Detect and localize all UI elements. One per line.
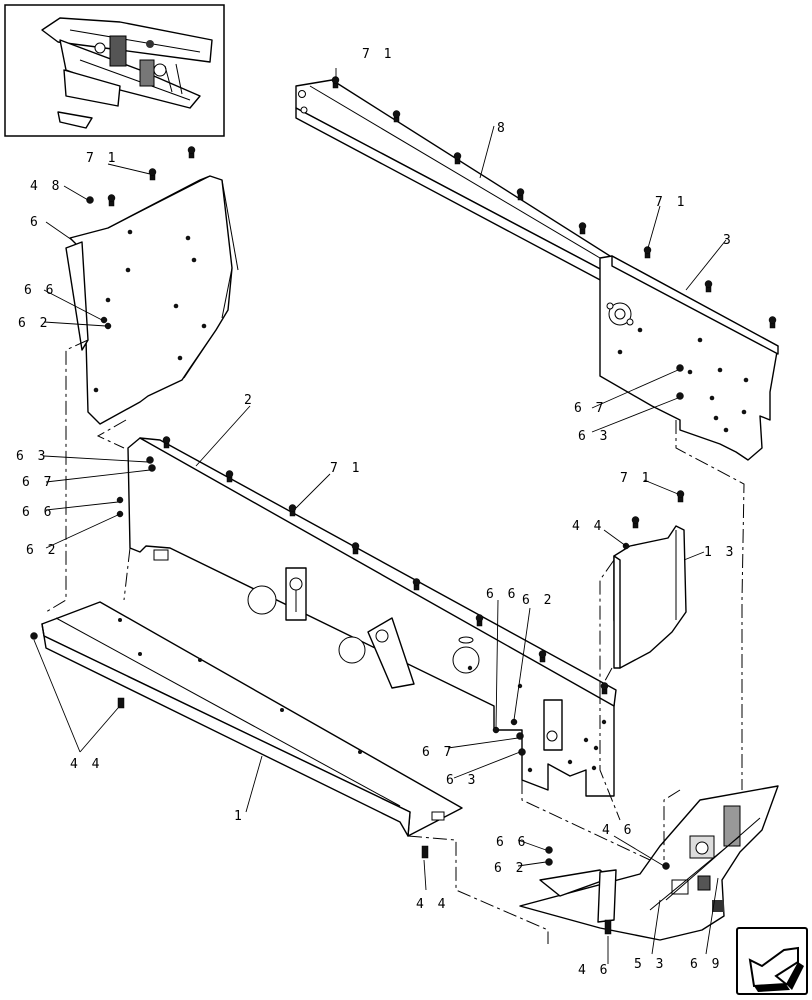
bolt-icon (578, 222, 587, 235)
callout-48: 4 8 (30, 179, 62, 194)
part-3-right-panel (599, 255, 779, 461)
bolt-icon (600, 682, 609, 695)
part-2-middle-panel (127, 437, 617, 797)
callout-2: 2 (244, 393, 255, 408)
callout-62: 6 2 (522, 593, 554, 608)
callout-71: 7 1 (330, 461, 362, 476)
bolt-icon (421, 845, 429, 859)
thumbnail-machine-drawing (41, 17, 213, 129)
callout-44: 4 4 (70, 757, 102, 772)
callout-63: 6 3 (446, 773, 478, 788)
bolt-icon (545, 846, 553, 866)
bolt-icon (30, 632, 125, 709)
callout-67: 6 7 (574, 401, 606, 416)
assembly-centerlines (45, 339, 745, 944)
callout-69: 6 9 (690, 957, 722, 972)
arrow-down-left-icon (748, 946, 804, 992)
callout-71: 7 1 (655, 195, 687, 210)
bolt-icon (225, 470, 234, 483)
bolt-icon (516, 188, 525, 201)
bolt-icon (676, 490, 685, 503)
callout-1: 1 (234, 809, 245, 824)
callout-62: 6 2 (26, 543, 58, 558)
callout-66: 6 6 (22, 505, 54, 520)
bolt-icon (631, 516, 640, 529)
bolt-icon (704, 280, 713, 293)
bolt-icon (331, 76, 340, 89)
bolt-icon (662, 862, 670, 870)
bolt-icon (148, 168, 157, 181)
bolt-icon (453, 152, 462, 165)
bolt-icon (516, 732, 526, 756)
callout-13: 1 3 (704, 545, 736, 560)
part-13-bracket (613, 525, 687, 669)
callout-63: 6 3 (16, 449, 48, 464)
part-8-top-bar (295, 79, 611, 283)
thumbnail-inset[interactable] (4, 4, 225, 137)
callout-66: 6 6 (24, 283, 56, 298)
machine-base-section (519, 785, 779, 941)
bolt-icon (412, 578, 421, 591)
callout-6: 6 (30, 215, 41, 230)
callout-62: 6 2 (18, 316, 50, 331)
callout-67: 6 7 (22, 475, 54, 490)
bolt-icon (100, 316, 112, 330)
callout-63: 6 3 (578, 429, 610, 444)
callout-44: 4 4 (572, 519, 604, 534)
bolt-icon (187, 146, 196, 159)
bolt-icon (768, 316, 777, 329)
callout-46: 4 6 (602, 823, 634, 838)
callout-62: 6 2 (494, 861, 526, 876)
part-6-left-plate (65, 175, 239, 425)
callout-8: 8 (497, 121, 508, 136)
callout-71: 7 1 (362, 47, 394, 62)
callout-44: 4 4 (416, 897, 448, 912)
bolt-icon (392, 110, 401, 123)
callout-3: 3 (723, 233, 734, 248)
bolt-icon (86, 196, 94, 204)
bolt-icon (538, 650, 547, 663)
callout-71: 7 1 (620, 471, 652, 486)
bolt-icon (146, 456, 156, 472)
callout-67: 6 7 (422, 745, 454, 760)
bolt-icon (288, 504, 297, 517)
bolt-icon (676, 364, 684, 400)
navigation-arrow-button[interactable] (736, 927, 808, 995)
bolt-icon (107, 194, 116, 207)
bolt-icon (643, 246, 652, 259)
callout-46: 4 6 (578, 963, 610, 978)
callout-66: 6 6 (486, 587, 518, 602)
callout-71: 7 1 (86, 151, 118, 166)
callout-66: 6 6 (496, 835, 528, 850)
bolt-icon (162, 436, 171, 449)
leader-lines (33, 68, 727, 964)
bolt-icon (604, 919, 612, 935)
bolt-icon (475, 614, 484, 627)
callout-53: 5 3 (634, 957, 666, 972)
callout-labels: 7 1 8 7 1 3 7 1 4 8 6 6 6 6 2 2 6 3 6 7 … (16, 47, 736, 978)
bolt-icon (351, 542, 360, 555)
